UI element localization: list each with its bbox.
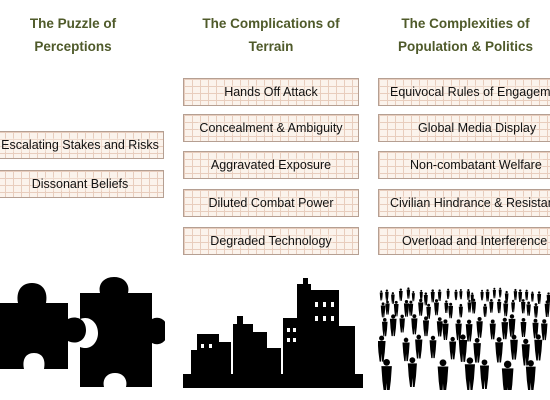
- brick-civilian-hindrance-label: Civilian Hindrance & Resistance: [389, 196, 550, 210]
- brick-hands-off-attack-label: Hands Off Attack: [223, 85, 319, 99]
- heading-perceptions-line-1: The Puzzle of: [29, 16, 117, 31]
- brick-rules-of-engagement-label: Equivocal Rules of Engagement: [389, 85, 550, 99]
- brick-rules-of-engagement: Equivocal Rules of Engagement: [378, 78, 550, 106]
- brick-overload-interference: Overload and Interference: [378, 227, 550, 255]
- brick-concealment-label: Concealment & Ambiguity: [198, 121, 344, 135]
- brick-diluted-combat-power-label: Diluted Combat Power: [207, 196, 335, 210]
- brick-degraded-technology-label: Degraded Technology: [209, 234, 333, 248]
- heading-population: The Complexities of Population & Politic…: [378, 12, 550, 58]
- heading-population-line-1: The Complexities of: [401, 16, 530, 31]
- brick-hands-off-attack: Hands Off Attack: [183, 78, 359, 106]
- heading-terrain-line-1: The Complications of: [202, 16, 340, 31]
- heading-population-line-2: Population & Politics: [397, 39, 533, 54]
- brick-noncombatant-welfare-label: Non-combatant Welfare: [409, 158, 543, 172]
- brick-overload-interference-label: Overload and Interference: [401, 234, 549, 248]
- heading-perceptions: The Puzzle of Perceptions: [0, 12, 146, 58]
- heading-perceptions-line-2: Perceptions: [34, 39, 112, 54]
- brick-concealment: Concealment & Ambiguity: [183, 114, 359, 142]
- city-skyline-icon: [183, 278, 363, 388]
- puzzle-pieces-icon: [0, 277, 165, 387]
- brick-escalating-stakes-label: Escalating Stakes and Risks: [0, 138, 160, 152]
- brick-diluted-combat-power: Diluted Combat Power: [183, 189, 359, 217]
- brick-dissonant-beliefs-label: Dissonant Beliefs: [30, 177, 130, 191]
- crowd-icon: [378, 287, 550, 390]
- brick-degraded-technology: Degraded Technology: [183, 227, 359, 255]
- brick-civilian-hindrance: Civilian Hindrance & Resistance: [378, 189, 550, 217]
- heading-terrain-line-2: Terrain: [248, 39, 294, 54]
- brick-dissonant-beliefs: Dissonant Beliefs: [0, 170, 164, 198]
- brick-global-media-label: Global Media Display: [417, 121, 538, 135]
- brick-noncombatant-welfare: Non-combatant Welfare: [378, 151, 550, 179]
- brick-aggravated-exposure: Aggravated Exposure: [183, 151, 359, 179]
- brick-escalating-stakes: Escalating Stakes and Risks: [0, 131, 164, 159]
- heading-terrain: The Complications of Terrain: [183, 12, 359, 58]
- brick-global-media: Global Media Display: [378, 114, 550, 142]
- brick-aggravated-exposure-label: Aggravated Exposure: [209, 158, 333, 172]
